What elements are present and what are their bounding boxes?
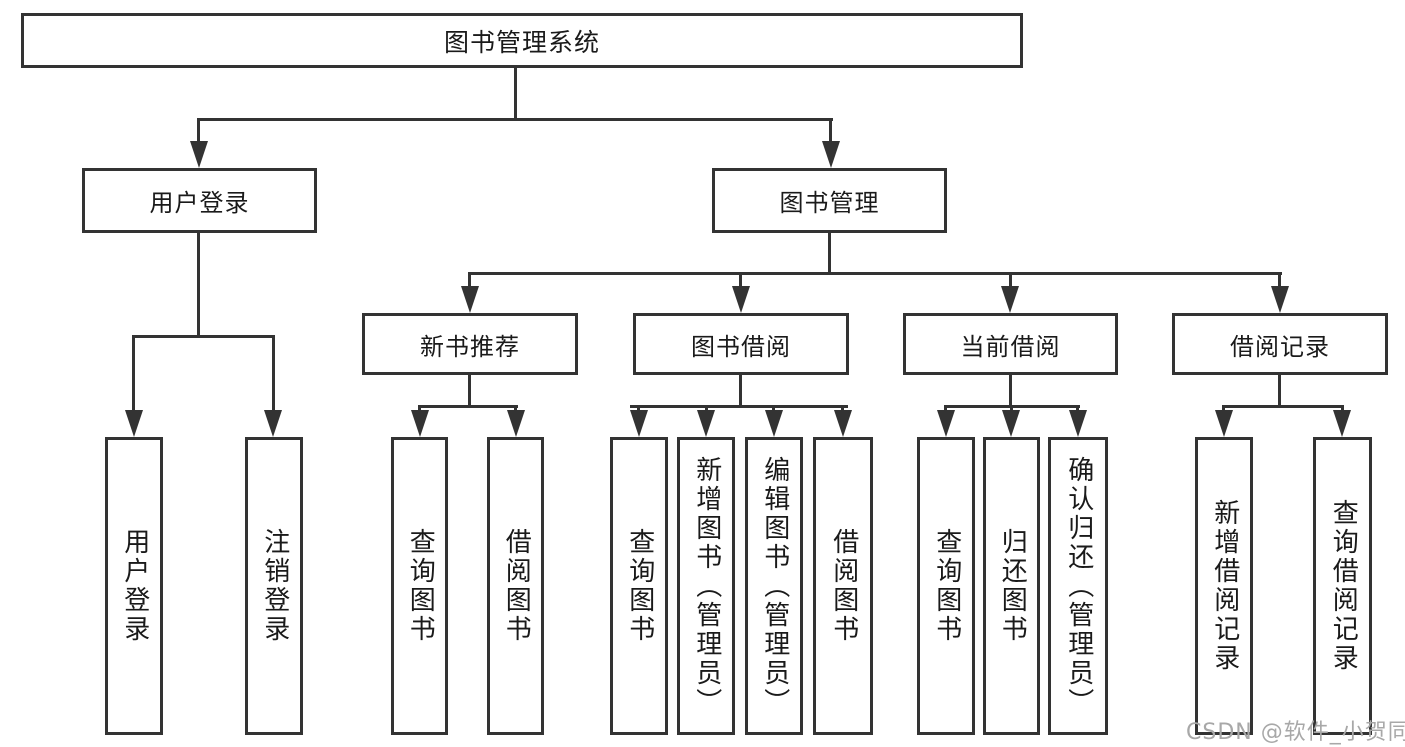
- csdn-watermark: CSDN @软件_小贺同学: [1186, 720, 1405, 745]
- connector-bookborrow-horizontal: [630, 405, 848, 408]
- arrow-down-br2: [1333, 410, 1351, 437]
- connector-newbook-horizontal: [418, 405, 518, 408]
- leaf-add-borrow-record: 新增借阅记录: [1195, 437, 1253, 735]
- arrow-down-currentborrow: [1001, 286, 1019, 313]
- arrow-down-bb2: [697, 410, 715, 437]
- leaf-borrow-borrow-books-label: 借阅图书: [828, 528, 859, 644]
- connector-borrowrecord-vertical: [1278, 375, 1281, 408]
- node-borrowing-records-label: 借阅记录: [1230, 332, 1330, 361]
- node-book-management-label: 图书管理: [779, 189, 880, 217]
- arrow-down-br1: [1215, 410, 1233, 437]
- node-book-borrowing: 图书借阅: [633, 313, 849, 375]
- leaf-add-books-admin: 新增图书（管理员）: [677, 437, 735, 735]
- node-new-book-recommend-label: 新书推荐: [420, 332, 520, 361]
- connector-userlogin-horizontal: [132, 335, 275, 338]
- leaf-add-borrow-record-label: 新增借阅记录: [1209, 499, 1240, 673]
- leaf-query-borrow-record: 查询借阅记录: [1313, 437, 1372, 735]
- node-current-borrowing-label: 当前借阅: [960, 332, 1061, 361]
- node-book-management: 图书管理: [712, 168, 947, 233]
- arrow-down-cb3: [1069, 410, 1087, 437]
- leaf-edit-books-admin: 编辑图书（管理员）: [745, 437, 803, 735]
- connector-bookborrow-vertical: [739, 375, 742, 408]
- connector-drop-leaf-logout: [272, 335, 275, 415]
- connector-borrowrecord-horizontal: [1222, 405, 1344, 408]
- leaf-borrow-query-books: 查询图书: [610, 437, 668, 735]
- connector-drop-user-login: [197, 118, 200, 146]
- leaf-logout: 注销登录: [245, 437, 303, 735]
- connector-drop-currentborrow: [1009, 272, 1012, 290]
- connector-drop-leaf-login: [132, 335, 135, 415]
- node-borrowing-records: 借阅记录: [1172, 313, 1388, 375]
- leaf-edit-books-admin-label: 编辑图书（管理员）: [759, 455, 790, 717]
- connector-drop-newbook: [468, 272, 471, 290]
- arrow-down-book-mgmt: [822, 141, 840, 168]
- connector-currentborrow-vertical: [1009, 375, 1012, 408]
- arrow-down-user-login: [190, 141, 208, 168]
- connector-root-vertical: [514, 68, 517, 120]
- leaf-borrow-borrow-books: 借阅图书: [813, 437, 873, 735]
- arrow-down-nb1: [411, 410, 429, 437]
- node-root-label: 图书管理系统: [443, 27, 600, 57]
- leaf-borrow-query-books-label: 查询图书: [624, 528, 655, 644]
- arrow-down-bb1: [630, 410, 648, 437]
- leaf-newbook-borrow-books: 借阅图书: [487, 437, 544, 735]
- leaf-user-login: 用户登录: [105, 437, 163, 735]
- leaf-current-query-books: 查询图书: [917, 437, 975, 735]
- node-user-login-label: 用户登录: [149, 189, 250, 217]
- connector-drop-borrowrecord: [1278, 272, 1281, 290]
- arrow-down-bookborrow: [732, 286, 750, 313]
- node-current-borrowing: 当前借阅: [903, 313, 1118, 375]
- connector-bookmgmt-horizontal: [468, 272, 1282, 275]
- arrow-down-borrowrecord: [1271, 286, 1289, 313]
- leaf-return-books-label: 归还图书: [997, 528, 1028, 644]
- arrow-down-newbook: [461, 286, 479, 313]
- leaf-logout-label: 注销登录: [259, 528, 290, 644]
- node-user-login: 用户登录: [82, 168, 317, 233]
- leaf-return-books: 归还图书: [983, 437, 1040, 735]
- leaf-newbook-query-books-label: 查询图书: [405, 528, 436, 644]
- leaf-newbook-borrow-books-label: 借阅图书: [501, 528, 532, 644]
- node-new-book-recommend: 新书推荐: [362, 313, 578, 375]
- node-book-borrowing-label: 图书借阅: [691, 332, 791, 361]
- connector-root-horizontal: [197, 118, 833, 121]
- leaf-confirm-return-admin: 确认归还（管理员）: [1048, 437, 1108, 735]
- leaf-confirm-return-admin-label: 确认归还（管理员）: [1063, 455, 1094, 717]
- arrow-down-cb2: [1002, 410, 1020, 437]
- node-root: 图书管理系统: [21, 13, 1023, 68]
- arrow-down-leaf-login: [125, 410, 143, 437]
- connector-userlogin-vertical: [197, 233, 200, 338]
- connector-newbook-vertical: [468, 375, 471, 408]
- connector-drop-bookborrow: [739, 272, 742, 290]
- leaf-current-query-books-label: 查询图书: [931, 528, 962, 644]
- leaf-query-borrow-record-label: 查询借阅记录: [1328, 499, 1359, 673]
- leaf-add-books-admin-label: 新增图书（管理员）: [691, 455, 722, 717]
- arrow-down-nb2: [507, 410, 525, 437]
- arrow-down-leaf-logout: [264, 410, 282, 437]
- arrow-down-bb3: [765, 410, 783, 437]
- leaf-user-login-label: 用户登录: [119, 528, 150, 644]
- arrow-down-bb4: [834, 410, 852, 437]
- arrow-down-cb1: [937, 410, 955, 437]
- connector-drop-book-mgmt: [829, 118, 832, 146]
- leaf-newbook-query-books: 查询图书: [391, 437, 448, 735]
- connector-bookmgmt-vertical: [828, 233, 831, 275]
